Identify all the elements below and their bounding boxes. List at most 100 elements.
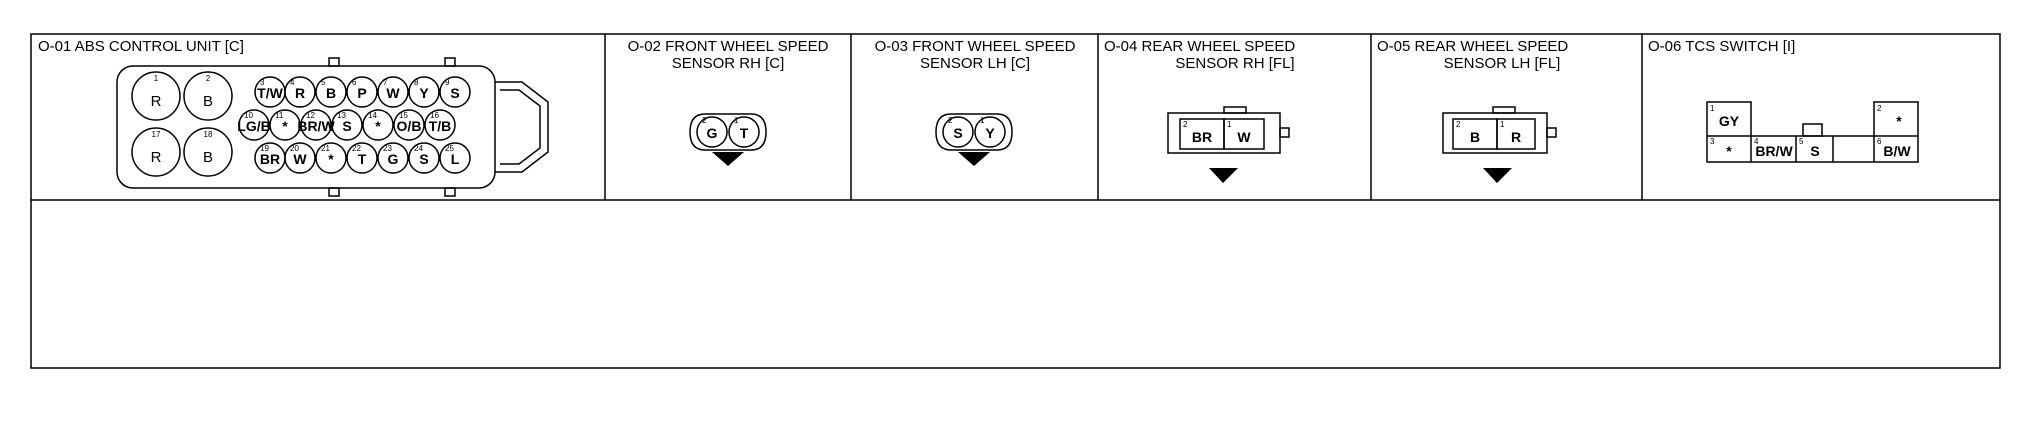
pin-number: 3 [1710,137,1715,146]
pin-10: 10 LG/B [237,109,271,141]
cell-subtitle: SENSOR RH [FL] [1175,55,1294,72]
pin-9: 9 S [439,76,471,108]
pin-wire-color: R [151,93,162,110]
pin-wire-color: B [326,85,336,101]
cell-o03-front-wheel-speed-sensor-lh: O-03 FRONT WHEEL SPEED SENSOR LH [C] 2 S… [875,38,1076,166]
pin-1: 1 R [131,71,181,121]
connector-o06 [1706,101,1919,163]
pin-number: 9 [445,78,450,87]
pin-wire-color: Y [985,125,995,141]
pin-wire-color: B [203,93,213,110]
pin-number: 4 [290,78,295,87]
pin-wire-color: S [342,118,351,134]
connector-o01 [116,57,549,197]
pin-wire-color: * [1726,143,1732,159]
cell-title: O-04 REAR WHEEL SPEED [1104,38,1295,55]
pin-number: 2 [702,116,707,125]
cell-o05-rear-wheel-speed-sensor-lh: O-05 REAR WHEEL SPEED SENSOR LH [FL] 2 B… [1377,38,1568,183]
cell-o06-tcs-switch: O-06 TCS SWITCH [I] 1 GY 2 * 3 * 4 BR/W … [1648,38,1919,163]
pin-wire-color: S [419,151,428,167]
pin-23: 23 G [377,142,409,174]
cell-subtitle: SENSOR LH [FL] [1444,55,1561,72]
pin-number: 11 [275,111,284,120]
pin-wire-color: O/B [397,118,422,134]
pin-8: 8 Y [408,76,440,108]
pin-number: 10 [244,111,253,120]
pin-wire-color: * [282,118,288,134]
pin-number: 23 [383,144,392,153]
pin-number: 2 [948,116,953,125]
connector-o03 [935,113,1013,166]
pin-wire-color: G [707,125,718,141]
connector-o04 [1167,106,1290,183]
pin-4: 4 R [284,76,316,108]
pin-number: 24 [414,144,423,153]
pin-11: 11 * [269,109,301,141]
pin-14: 14 * [362,109,394,141]
pin-13: 13 S [331,109,363,141]
pin-wire-color: BR [1192,129,1212,145]
pin-wire-color: BR/W [1755,143,1793,159]
pin-25: 25 L [439,142,471,174]
pin-number: 5 [321,78,326,87]
pin-wire-color: BR/W [297,118,335,134]
pin-19: 19 BR [254,142,286,174]
pin-18: 18 B [183,127,233,177]
pin-wire-color: BR [260,151,280,167]
pin-21: 21 * [315,142,347,174]
pin-wire-color: B [1470,129,1480,145]
pin-number: 1 [1710,104,1715,113]
connector-o05 [1442,106,1557,183]
pin-wire-color: L [451,151,460,167]
pin-number: 13 [337,111,346,120]
pin-number: 25 [445,144,454,153]
pin-6: 6 P [346,76,378,108]
pin-number: 5 [1799,137,1804,146]
pin-number: 2 [1456,120,1461,129]
pin-number: 16 [430,111,439,120]
pin-number: 17 [152,130,161,139]
pin-number: 19 [260,144,269,153]
pin-wire-color: T [358,151,367,167]
cell-title: O-01 ABS CONTROL UNIT [C] [38,38,244,55]
pin-number: 14 [368,111,377,120]
pin-5: 5 B [315,76,347,108]
pin-number: 6 [1877,137,1882,146]
pin-number: 3 [260,78,265,87]
pin-number: 1 [154,74,159,83]
pin-wire-color: T/W [257,85,283,101]
pin-wire-color: R [1511,129,1521,145]
pin-wire-color: S [1810,143,1819,159]
pin-22: 22 T [346,142,378,174]
pin-12: 12 BR/W [297,109,335,141]
pin-wire-color: W [386,85,400,101]
pin-number: 12 [306,111,315,120]
pin-number: 4 [1754,137,1759,146]
cell-title: O-02 FRONT WHEEL SPEED [628,38,829,55]
pin-17: 17 R [131,127,181,177]
pin-wire-color: * [328,151,334,167]
pin-wire-color: G [388,151,399,167]
pin-wire-color: LG/B [237,118,270,134]
pin-number: 20 [290,144,299,153]
cell-title: O-03 FRONT WHEEL SPEED [875,38,1076,55]
pin-number: 2 [1877,104,1882,113]
pin-number: 15 [399,111,408,120]
pin-wire-color: T [740,125,749,141]
pin-wire-color: R [295,85,305,101]
pin-wire-color: S [953,125,962,141]
pin-wire-color: T/B [429,118,452,134]
pin-15: 15 O/B [393,109,425,141]
cell-subtitle: SENSOR LH [C] [920,55,1030,72]
pin-wire-color: P [357,85,366,101]
pin-wire-color: W [293,151,307,167]
pin-3: 3 T/W [254,76,286,108]
pin-wire-color: R [151,149,162,166]
pin-20: 20 W [284,142,316,174]
pin-2: 2 B [183,71,233,121]
pin-wire-color: B [203,149,213,166]
pin-16: 16 T/B [424,109,456,141]
cell-o02-front-wheel-speed-sensor-rh: O-02 FRONT WHEEL SPEED SENSOR RH [C] 2 G… [628,38,829,166]
cell-title: O-06 TCS SWITCH [I] [1648,38,1795,55]
